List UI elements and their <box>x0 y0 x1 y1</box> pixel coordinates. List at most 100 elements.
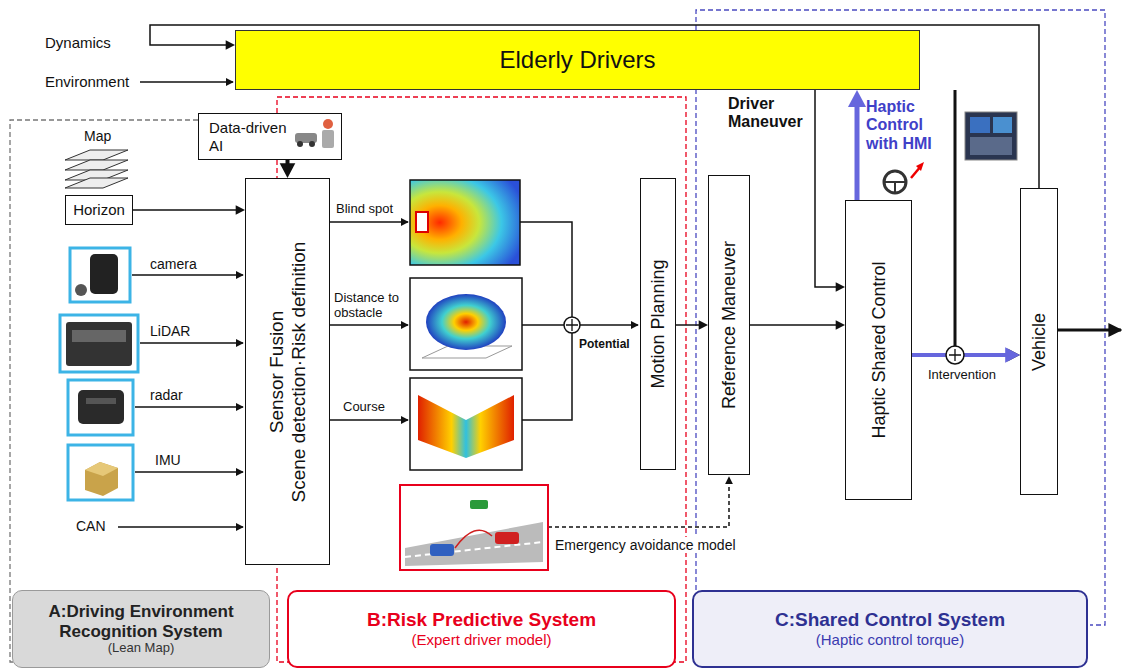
arrow-head <box>848 90 866 107</box>
connector-line <box>750 324 838 326</box>
connector-line <box>520 222 572 317</box>
annotation-label: Environment <box>45 73 129 90</box>
connector-line <box>330 419 408 421</box>
vehicle-box: Vehicle <box>1020 188 1058 495</box>
connector <box>150 25 1039 188</box>
device-icon <box>295 133 317 143</box>
box-text: (Expert driver model) <box>411 631 551 648</box>
sensor-picture <box>85 462 118 496</box>
box-text: C:Shared Control System <box>775 609 1005 631</box>
annotation-label: Emergency avoidance model <box>553 537 738 553</box>
connector-line <box>548 477 729 527</box>
box-text: (Haptic control torque) <box>816 631 964 648</box>
device-icon <box>322 130 334 148</box>
device-icon <box>323 119 333 129</box>
connector-line <box>1058 329 1121 332</box>
arrow-head <box>226 40 235 50</box>
sensor-picture <box>85 462 118 476</box>
annotation-label: camera <box>150 256 197 272</box>
heatmap-picture <box>410 180 522 470</box>
process-box: Motion Planning <box>640 178 676 470</box>
sensor-picture <box>70 248 130 302</box>
heatmap-picture <box>410 180 520 265</box>
control-box: Haptic Shared Control <box>845 200 912 500</box>
map-icon <box>65 150 128 160</box>
region-outline <box>10 10 1105 662</box>
connector-line <box>580 324 638 326</box>
map-icon <box>65 150 128 188</box>
summing-junction <box>949 349 961 361</box>
annotation-label: Dynamics <box>45 34 111 51</box>
connector-line <box>522 333 572 420</box>
connector <box>133 205 245 215</box>
emergency-picture <box>455 530 492 548</box>
connector <box>815 90 845 292</box>
summing-junction <box>564 317 580 333</box>
connector-line <box>855 104 860 200</box>
vertical-text: Vehicle <box>1029 194 1050 489</box>
connector-line <box>118 526 243 528</box>
connector-line <box>135 471 243 473</box>
heatmap-picture <box>418 395 514 458</box>
fusion-box: Sensor FusionScene detection·Risk defini… <box>245 178 330 565</box>
connector-line <box>330 324 408 326</box>
summing-junction <box>564 317 580 333</box>
annotation-label: IMU <box>155 452 181 468</box>
edge-label: Haptic Control with HMI <box>866 98 938 153</box>
arrow-head <box>236 205 245 215</box>
connector-line <box>135 406 243 408</box>
system-caption: C:Shared Control System(Haptic control t… <box>692 590 1088 668</box>
connector <box>750 320 845 330</box>
connector-line <box>140 342 243 344</box>
region-outline <box>10 120 268 662</box>
summing-junction <box>566 319 578 331</box>
sensor-picture <box>60 315 138 372</box>
vertical-text: Sensor FusionScene detection·Risk defini… <box>266 184 310 559</box>
heatmap-picture <box>426 294 506 350</box>
emergency-picture <box>405 522 543 566</box>
device-icon <box>916 162 924 171</box>
connector-line <box>676 324 701 326</box>
emergency-picture <box>405 542 543 557</box>
map-icon <box>65 160 128 170</box>
box-text: Haptic Shared Control <box>868 206 889 494</box>
annotation-label: Distance to obstacle <box>334 291 408 321</box>
sensor-picture <box>68 445 133 500</box>
device-icon <box>884 171 906 193</box>
emergency-picture <box>400 485 548 570</box>
sensor-picture <box>86 398 116 404</box>
heatmap-picture <box>416 212 428 232</box>
process-box: Reference Maneuver <box>708 175 750 475</box>
device-icon <box>309 141 315 147</box>
device-icon <box>884 182 906 193</box>
sensor-picture <box>78 390 124 424</box>
box-text: A:Driving Environment Recognition System <box>23 602 259 641</box>
system-caption: B:Risk Predictive System(Expert driver m… <box>287 590 676 668</box>
box-text: Motion Planning <box>648 184 669 464</box>
emergency-picture <box>400 485 548 570</box>
box-text: Sensor Fusion <box>266 184 288 559</box>
vertical-text: Reference Maneuver <box>719 181 740 469</box>
connector <box>848 90 866 200</box>
annotation-label: Map <box>84 128 111 144</box>
emergency-picture <box>430 544 454 556</box>
annotation-label: radar <box>150 387 183 403</box>
box-text: Reference Maneuver <box>719 181 740 469</box>
connector-line <box>133 209 238 211</box>
box-text: Vehicle <box>1029 194 1050 489</box>
sensor-picture <box>75 284 87 296</box>
annotation-label: Potential <box>579 338 630 352</box>
emergency-picture <box>470 500 488 509</box>
ai-box: Data-driven AI <box>198 113 342 160</box>
driver-bar: Elderly Drivers <box>235 30 920 90</box>
connector <box>280 160 296 178</box>
annotation-label: Blind spot <box>336 202 393 217</box>
arrow-head <box>836 320 845 330</box>
annotation-label: CAN <box>76 518 106 534</box>
edge-label: Intervention <box>928 368 996 383</box>
device-icon <box>970 137 1012 155</box>
region-outline <box>696 10 1105 625</box>
connector <box>912 347 1020 363</box>
summing-junction <box>946 346 964 364</box>
